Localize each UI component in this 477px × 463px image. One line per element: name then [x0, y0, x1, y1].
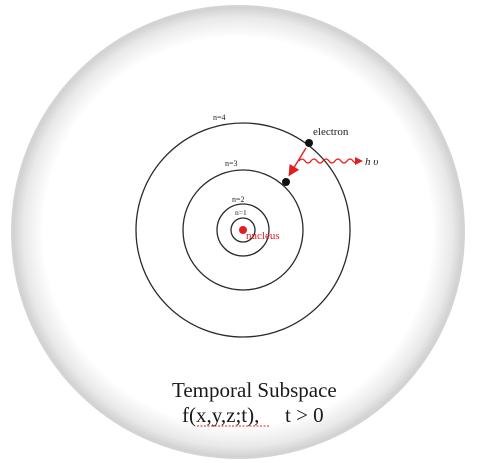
- orbit-n2: [216, 203, 270, 257]
- nucleus-dot: [239, 226, 247, 234]
- nucleus-label: nucleus: [246, 230, 280, 242]
- orbit-label-n1: n=1: [235, 208, 247, 217]
- electron-inner: [282, 178, 290, 186]
- electron-label: electron: [313, 126, 349, 138]
- orbit-n3: [182, 169, 304, 291]
- orbit-label-n4: n=4: [213, 113, 226, 122]
- photon-arrowhead: [355, 157, 363, 165]
- caption-title: Temporal Subspace: [172, 378, 337, 402]
- orbit-n4: [135, 122, 351, 338]
- orbit-label-n3: n=3: [225, 159, 238, 168]
- temporal-subspace-sphere: [11, 5, 465, 459]
- transition-arrow: [288, 147, 307, 177]
- orbit-n1: [230, 217, 256, 243]
- caption-condition: t > 0: [285, 403, 324, 427]
- photon-wave: [298, 158, 360, 164]
- caption-function: f(x,y,z;t),: [182, 403, 259, 427]
- orbit-label-n2: n=2: [232, 195, 245, 204]
- electron-outer: [305, 139, 313, 147]
- photon-label: h υ: [365, 156, 378, 168]
